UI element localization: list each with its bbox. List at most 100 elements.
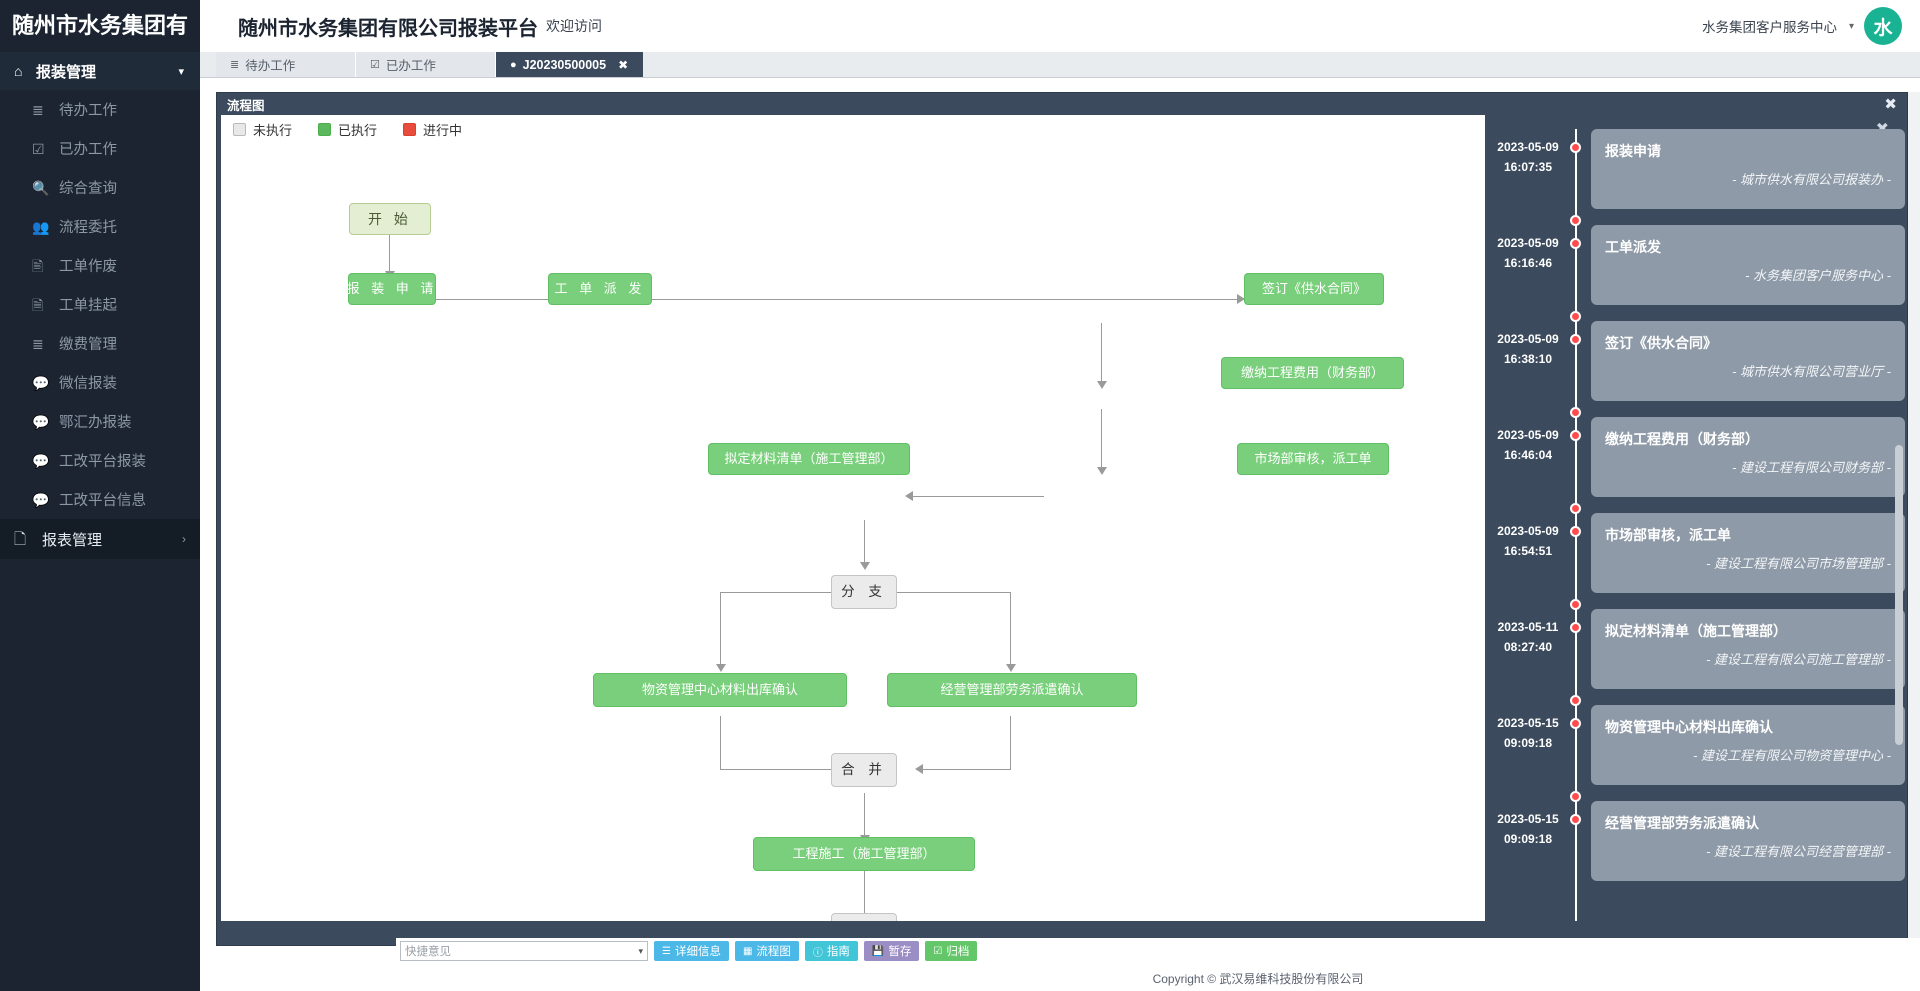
avatar[interactable]: 水 [1864, 7, 1902, 45]
temp-save-button[interactable]: 💾 暂存 [863, 941, 920, 961]
timeline-entry[interactable]: 2023-05-11 08:27:40 拟定材料清单（施工管理部） - 建设工程… [1489, 599, 1905, 689]
timeline-dot [1570, 718, 1581, 729]
flow-node-nidingcailiaoqingdan[interactable]: 拟定材料清单（施工管理部） [708, 443, 910, 475]
timeline-entry[interactable]: 2023-05-15 09:09:18 经营管理部劳务派遣确认 - 建设工程有限… [1489, 791, 1905, 881]
arrow-icon [905, 491, 913, 501]
sidebar-item-gonggaipingtai-xinxi[interactable]: 💬 工改平台信息 [0, 480, 200, 519]
sidebar-item-ehuiban[interactable]: 💬 鄂汇办报装 [0, 402, 200, 441]
flow-node-jingying-laowu-queren[interactable]: 经营管理部劳务派遣确认 [887, 673, 1137, 707]
report-icon: 🗋 [14, 530, 27, 548]
edge-g1-right-down [1010, 592, 1012, 666]
timeline-actor: - 建设工程有限公司市场管理部 - [1706, 556, 1891, 571]
edge-g1-left-down [720, 592, 722, 666]
legend-item-done: 已执行 [318, 120, 377, 139]
button-label: 指南 [826, 946, 850, 958]
timeline-entry[interactable]: 2023-05-09 16:54:51 市场部审核，派工单 - 建设工程有限公司… [1489, 503, 1905, 593]
close-icon[interactable]: ✖ [618, 57, 629, 72]
timeline-date: 2023-05-09 [1497, 524, 1559, 538]
tab-daiban[interactable]: ≣ 待办工作 [216, 52, 356, 77]
edge-n7-to-g2 [720, 716, 722, 770]
flow-node-jiaona-gongchengfeiyong[interactable]: 缴纳工程费用（财务部） [1221, 357, 1404, 389]
flow-node-gongdan-paifa[interactable]: 工 单 派 发 [548, 273, 652, 305]
timeline-card[interactable]: 报装申请 - 城市供水有限公司报装办 - [1591, 129, 1905, 209]
timeline-dot [1570, 142, 1581, 153]
flow-gate-branch-2[interactable]: 分 支 [831, 913, 897, 921]
flow-node-shichangbu-shenhe[interactable]: 市场部审核，派工单 [1237, 443, 1389, 475]
sidebar-item-yiban[interactable]: ☑ 已办工作 [0, 129, 200, 168]
edge-g1-left [720, 592, 865, 594]
user-name: 水务集团客户服务中心 [1701, 20, 1837, 35]
quick-opinion-select[interactable]: 快捷意见 ▾ [400, 941, 648, 961]
sidebar-item-label: 工改平台报装 [59, 454, 146, 470]
sidebar-item-gongdanguaqi[interactable]: 🗎 工单挂起 [0, 285, 200, 324]
timeline-actor: - 建设工程有限公司财务部 - [1732, 460, 1891, 475]
list-detail-icon: ☰ [662, 945, 671, 957]
sidebar-item-zonghechaxun[interactable]: 🔍 综合查询 [0, 168, 200, 207]
timeline-dot [1570, 599, 1581, 610]
guide-button[interactable]: ⓘ 指南 [804, 941, 858, 961]
timeline-entry[interactable]: 2023-05-09 16:16:46 工单派发 - 水务集团客户服务中心 - [1489, 215, 1905, 305]
close-icon[interactable]: ✖ [1884, 96, 1897, 113]
timeline-dot [1570, 215, 1581, 226]
home-icon: ⌂ [14, 63, 23, 79]
dot-icon: ● [510, 58, 517, 71]
edge-g2-to-n9 [864, 793, 866, 837]
timeline-date: 2023-05-11 [1497, 620, 1559, 634]
flow-gate-merge-1[interactable]: 合 并 [831, 753, 897, 787]
timeline-time: 16:38:10 [1503, 352, 1553, 367]
flowchart-button[interactable]: ▦ 流程图 [734, 941, 799, 961]
chat-icon: 💬 [32, 374, 50, 391]
timeline-scrollbar[interactable] [1895, 445, 1903, 745]
timeline-time: 09:09:18 [1503, 832, 1553, 847]
timeline-time: 16:46:04 [1503, 448, 1553, 463]
footer: Copyright © 武汉易维科技股份有限公司 [396, 965, 1920, 991]
timeline-entry[interactable]: 2023-05-15 09:09:18 物资管理中心材料出库确认 - 建设工程有… [1489, 695, 1905, 785]
timeline-title: 拟定材料清单（施工管理部） [1605, 623, 1787, 639]
user-menu[interactable]: 水务集团客户服务中心 ▾ 水 [1702, 7, 1902, 45]
sidebar-section-baobiaoguanli[interactable]: 🗋 报表管理 › [0, 519, 200, 559]
timeline-card[interactable]: 工单派发 - 水务集团客户服务中心 - [1591, 225, 1905, 305]
timeline-title: 缴纳工程费用（财务部） [1605, 431, 1759, 447]
legend: 未执行 已执行 进行中 [221, 115, 1485, 143]
flow-gate-branch-1[interactable]: 分 支 [831, 575, 897, 609]
timeline-dot [1570, 695, 1581, 706]
sidebar-item-weixinbaozhuang[interactable]: 💬 微信报装 [0, 363, 200, 402]
timeline-time: 09:09:18 [1503, 736, 1553, 751]
flow-node-gongcheng-shigong[interactable]: 工程施工（施工管理部） [753, 837, 975, 871]
sidebar-item-daiban[interactable]: ≣ 待办工作 [0, 90, 200, 129]
timeline-card[interactable]: 经营管理部劳务派遣确认 - 建设工程有限公司经营管理部 - [1591, 801, 1905, 881]
timeline-card[interactable]: 拟定材料清单（施工管理部） - 建设工程有限公司施工管理部 - [1591, 609, 1905, 689]
timeline-card[interactable]: 市场部审核，派工单 - 建设工程有限公司市场管理部 - [1591, 513, 1905, 593]
sidebar-item-gongdanzuofei[interactable]: 🖹 工单作废 [0, 246, 200, 285]
timeline-entry[interactable]: 2023-05-09 16:07:35 报装申请 - 城市供水有限公司报装办 - [1489, 129, 1905, 209]
save-icon: 💾 [871, 945, 885, 957]
timeline-card[interactable]: 物资管理中心材料出库确认 - 建设工程有限公司物资管理中心 - [1591, 705, 1905, 785]
timeline-card[interactable]: 缴纳工程费用（财务部） - 建设工程有限公司财务部 - [1591, 417, 1905, 497]
timeline-entry[interactable]: 2023-05-09 16:38:10 签订《供水合同》 - 城市供水有限公司营… [1489, 311, 1905, 401]
checkbox-icon: ☑ [370, 59, 380, 71]
sidebar-item-jiaofeiguanli[interactable]: ≣ 缴费管理 [0, 324, 200, 363]
timeline-card[interactable]: 签订《供水合同》 - 城市供水有限公司营业厅 - [1591, 321, 1905, 401]
flow-node-baozhuang-shenqing[interactable]: 报 装 申 请 [347, 273, 436, 305]
arrow-icon [860, 562, 870, 570]
flow-node-wuzi-chuku-queren[interactable]: 物资管理中心材料出库确认 [593, 673, 847, 707]
timeline-entry[interactable]: 2023-05-09 16:46:04 缴纳工程费用（财务部） - 建设工程有限… [1489, 407, 1905, 497]
sidebar-item-liuchengweituo[interactable]: 👥 流程委托 [0, 207, 200, 246]
flow-node-start[interactable]: 开 始 [349, 203, 431, 235]
tab-yiban[interactable]: ☑ 已办工作 [356, 52, 496, 77]
archive-button[interactable]: ☑ 归档 [925, 941, 978, 961]
sidebar-section-baozhuang[interactable]: ⌂ 报装管理 ▾ [0, 52, 200, 90]
detail-info-button[interactable]: ☰ 详细信息 [654, 941, 729, 961]
timeline-dot [1570, 311, 1581, 322]
sidebar-item-label: 工单挂起 [59, 298, 117, 314]
timeline-dot [1570, 238, 1581, 249]
flow-node-qianding-hetong[interactable]: 签订《供水合同》 [1244, 273, 1384, 305]
sidebar-item-gonggaipingtai-baozhuang[interactable]: 💬 工改平台报装 [0, 441, 200, 480]
tab-label: J20230500005 [522, 57, 607, 72]
button-label: 详细信息 [674, 946, 721, 958]
timeline-timestamp: 2023-05-09 16:16:46 [1489, 225, 1567, 305]
edge-n2-to-n3 [651, 299, 1240, 301]
timeline-date: 2023-05-09 [1497, 428, 1559, 442]
tab-j20230500005[interactable]: ● J20230500005 ✖ [496, 52, 644, 77]
